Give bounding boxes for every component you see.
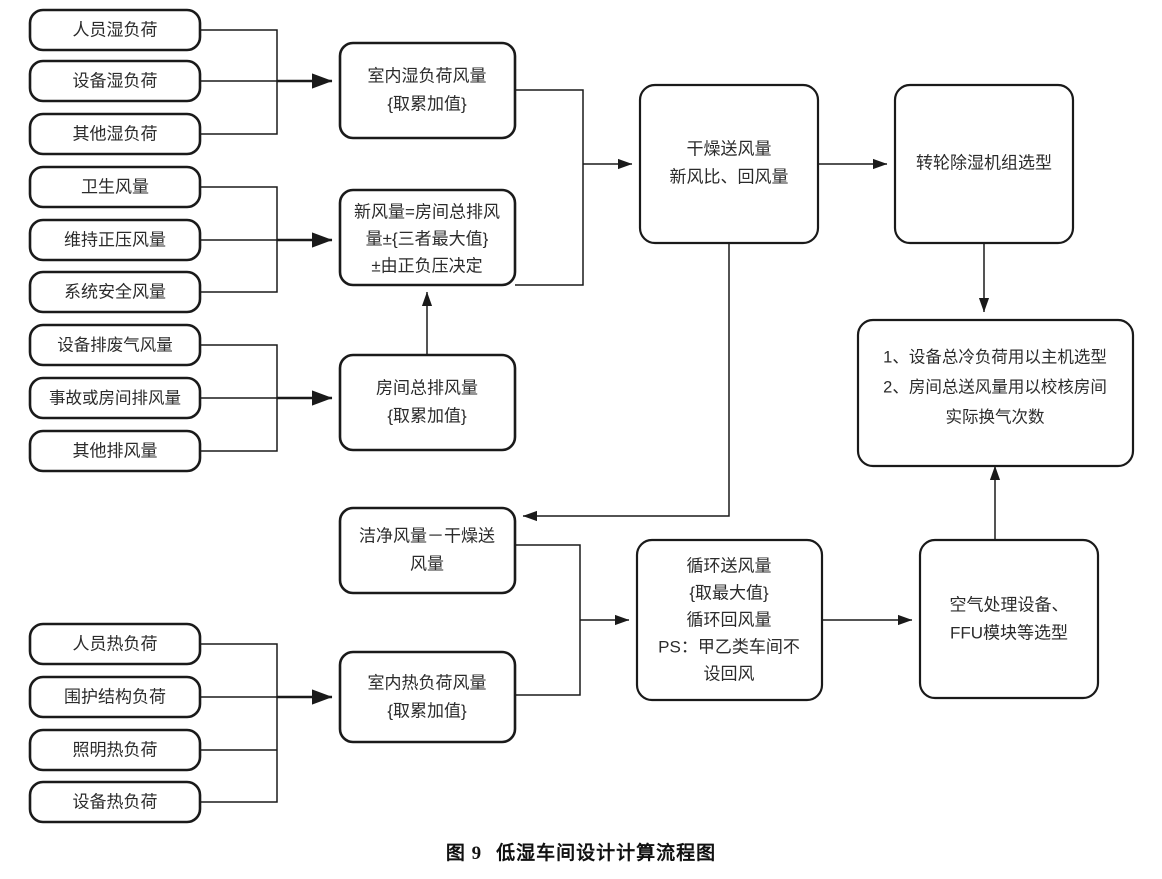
node-label-line-1: 1、设备总冷负荷用以主机选型 bbox=[883, 347, 1107, 366]
figure-caption-title: 低湿车间设计计算流程图 bbox=[496, 843, 717, 864]
node-shebei-refuhe[interactable]: 设备热负荷 bbox=[28, 780, 202, 824]
node-results-summary[interactable]: 1、设备总冷负荷用以主机选型 2、房间总送风量用以校核房间 实际换气次数 bbox=[856, 318, 1135, 468]
node-label-line-1: 洁净风量－干燥送 bbox=[359, 526, 495, 545]
node-label: 设备热负荷 bbox=[73, 792, 158, 811]
node-xunhuan-song-fengliang[interactable]: 循环送风量 {取最大值} 循环回风量 PS：甲乙类车间不 设回风 bbox=[635, 538, 824, 702]
node-label: 维持正压风量 bbox=[64, 230, 166, 249]
node-label: 人员湿负荷 bbox=[73, 20, 158, 39]
node-label: 照明热负荷 bbox=[73, 740, 158, 759]
node-weihu-jiegou-fuhe[interactable]: 围护结构负荷 bbox=[28, 675, 202, 719]
node-label-line-2: {取累加值} bbox=[387, 94, 467, 113]
node-label-line-3: 循环回风量 bbox=[687, 610, 772, 629]
node-label-line-1: 空气处理设备、 bbox=[950, 595, 1069, 614]
node-xinfengliang-formula[interactable]: 新风量=房间总排风 量±{三者最大值} ±由正负压决定 bbox=[338, 188, 517, 287]
node-label: 卫生风量 bbox=[81, 177, 149, 196]
node-shebei-paifeiqi-fengliang[interactable]: 设备排废气风量 bbox=[28, 323, 202, 367]
edge-merge-to-dry-supply-air bbox=[515, 89, 633, 286]
node-label: 设备湿负荷 bbox=[73, 71, 158, 90]
edge-merge-to-circulation-supply bbox=[515, 544, 630, 696]
node-label-line-1: 室内湿负荷风量 bbox=[368, 66, 487, 85]
node-label-line-5: 设回风 bbox=[704, 664, 755, 683]
node-label: 其他湿负荷 bbox=[73, 124, 158, 143]
node-zhaoming-refuhe[interactable]: 照明热负荷 bbox=[28, 728, 202, 772]
node-label-line-1: 干燥送风量 bbox=[687, 139, 772, 158]
edge-fresh-air-to-fresh-air-volume bbox=[200, 186, 333, 293]
node-qita-paifengliang[interactable]: 其他排风量 bbox=[28, 429, 202, 473]
node-label-line-1: 室内热负荷风量 bbox=[368, 673, 487, 692]
node-renyuan-shifuhe[interactable]: 人员湿负荷 bbox=[28, 8, 202, 52]
edge-dry-supply-to-clean-air bbox=[522, 243, 730, 522]
edge-exhaust-to-room-total-exhaust bbox=[200, 344, 333, 452]
node-renyuan-refuhe[interactable]: 人员热负荷 bbox=[28, 622, 202, 666]
node-label: 围护结构负荷 bbox=[64, 687, 166, 706]
node-label: 人员热负荷 bbox=[73, 634, 158, 653]
node-label-line-2: {取最大值} bbox=[689, 583, 769, 602]
node-label: 设备排废气风量 bbox=[57, 335, 173, 354]
node-label: 系统安全风量 bbox=[64, 282, 166, 301]
node-ganzao-song-fengliang[interactable]: 干燥送风量 新风比、回风量 bbox=[638, 83, 820, 245]
node-label-line-4: PS：甲乙类车间不 bbox=[658, 637, 800, 656]
node-shebei-shifuhe[interactable]: 设备湿负荷 bbox=[28, 59, 202, 103]
node-label-line-2: 2、房间总送风量用以校核房间 bbox=[883, 377, 1107, 396]
edge-humidity-loads-to-indoor-humidity bbox=[200, 29, 333, 135]
node-label-line-1: 循环送风量 bbox=[687, 556, 772, 575]
node-qita-shifuhe[interactable]: 其他湿负荷 bbox=[28, 112, 202, 156]
node-label: 其他排风量 bbox=[73, 441, 158, 460]
node-label-line-2: 风量 bbox=[410, 554, 444, 573]
node-xitong-anquan-fengliang[interactable]: 系统安全风量 bbox=[28, 270, 202, 314]
node-weisheng-fengliang[interactable]: 卫生风量 bbox=[28, 165, 202, 209]
node-shigu-huo-fangjian-paifengliang[interactable]: 事故或房间排风量 bbox=[28, 376, 202, 420]
edge-heat-loads-to-indoor-heat bbox=[200, 643, 333, 803]
node-label: 事故或房间排风量 bbox=[49, 388, 181, 407]
node-jiejing-fengliang-minus-ganzao[interactable]: 洁净风量－干燥送 风量 bbox=[338, 506, 517, 595]
node-shinei-shifuhe-fengliang[interactable]: 室内湿负荷风量 {取累加值} bbox=[338, 41, 517, 140]
node-label-line-2: {取累加值} bbox=[387, 701, 467, 720]
node-label-line-3: ±由正负压决定 bbox=[371, 256, 482, 275]
figure-caption-number: 图 9 bbox=[445, 843, 483, 864]
node-kongqi-chuli-shebei-ffu[interactable]: 空气处理设备、 FFU模块等选型 bbox=[918, 538, 1100, 700]
node-shinei-refuhe-fengliang[interactable]: 室内热负荷风量 {取累加值} bbox=[338, 650, 517, 744]
node-label-line-2: {取累加值} bbox=[387, 406, 467, 425]
node-label-line-2: 量±{三者最大值} bbox=[366, 229, 489, 248]
node-label-line-2: FFU模块等选型 bbox=[950, 623, 1068, 642]
node-fangjian-zong-paifengliang[interactable]: 房间总排风量 {取累加值} bbox=[338, 353, 517, 452]
node-weichi-zhengya-fengliang[interactable]: 维持正压风量 bbox=[28, 218, 202, 262]
node-label-line-2: 新风比、回风量 bbox=[670, 167, 789, 186]
node-label-line-3: 实际换气次数 bbox=[946, 407, 1046, 426]
node-zhuanlun-chushi-jizu-xuanxing[interactable]: 转轮除湿机组选型 bbox=[893, 83, 1075, 245]
figure-caption: 图 9 低湿车间设计计算流程图 bbox=[0, 838, 1162, 865]
node-label-line-1: 房间总排风量 bbox=[376, 378, 478, 397]
node-label-line-1: 转轮除湿机组选型 bbox=[916, 153, 1052, 172]
node-label-line-1: 新风量=房间总排风 bbox=[354, 202, 500, 221]
